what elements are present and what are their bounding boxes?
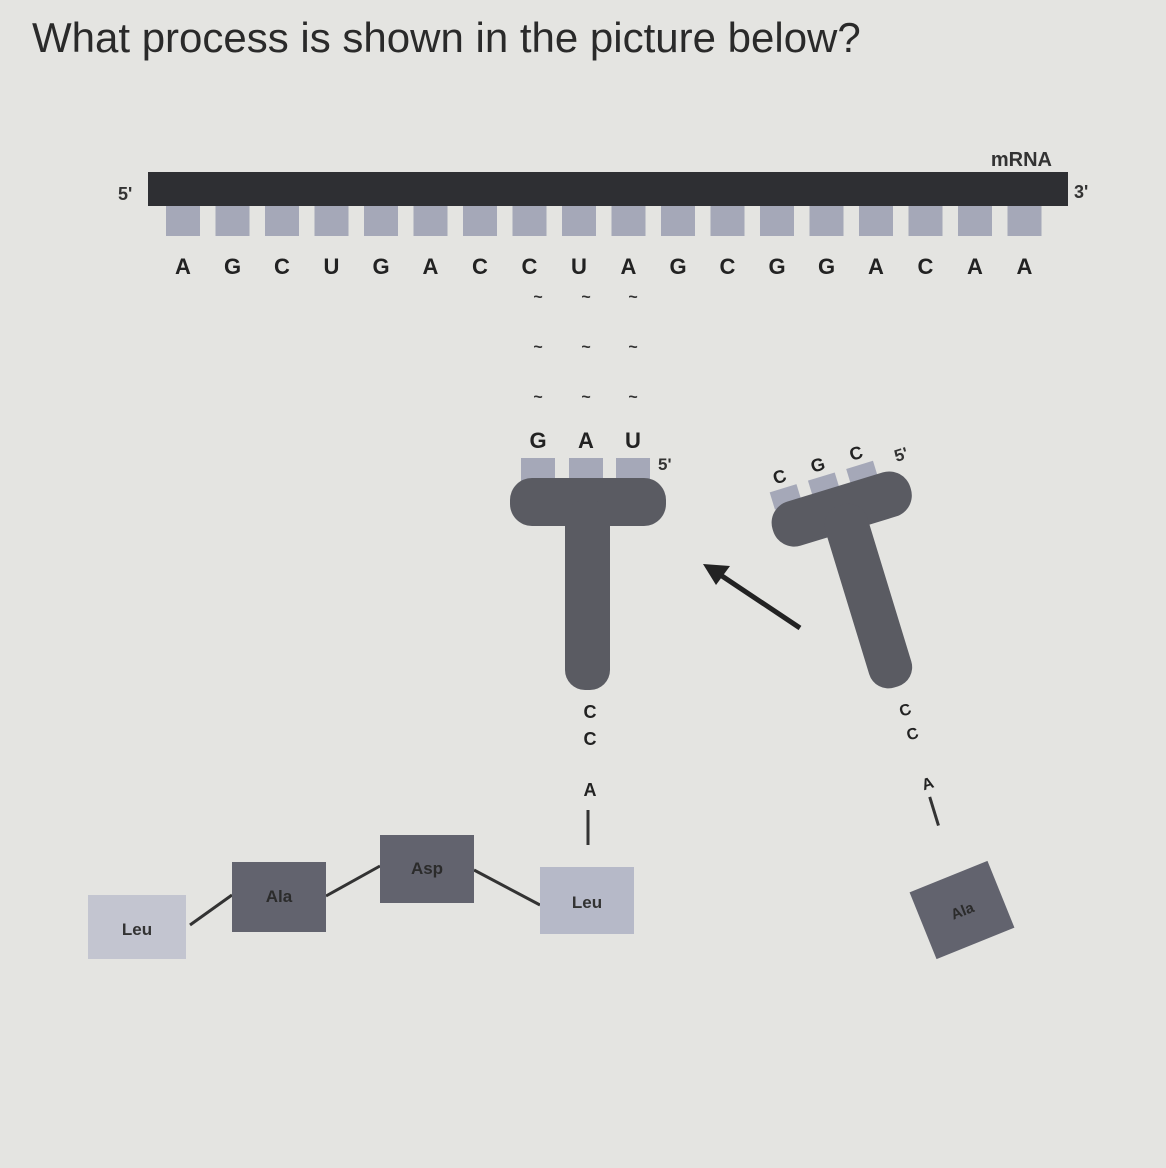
mrna-base: G <box>224 254 241 279</box>
tail-base: C <box>897 701 913 721</box>
tail-base: C <box>584 702 597 722</box>
hydrogen-bond-icon: ~ <box>628 389 637 406</box>
nucleotide-tooth <box>908 206 943 236</box>
peptide-chain: Leu Ala Asp Leu <box>88 835 634 959</box>
mrna-backbone <box>148 172 1068 206</box>
nucleotide-tooth <box>1007 206 1042 236</box>
amino-acid-box <box>232 862 326 932</box>
mrna-base: G <box>669 254 686 279</box>
mrna-base: C <box>472 254 488 279</box>
nucleotide-tooth <box>512 206 547 236</box>
tail-base: A <box>584 780 597 800</box>
nucleotide-tooth <box>562 206 596 236</box>
mrna-strand: A G C U G A C C U A G C G G A C A A mRNA 5' 3' <box>118 149 1088 279</box>
anticodon-base: G <box>529 428 546 453</box>
mrna-base: C <box>522 254 538 279</box>
nucleotide-tooth <box>215 206 250 236</box>
tail-base: A <box>920 774 936 794</box>
amino-acid-label: Leu <box>122 920 152 939</box>
nucleotide-tooth <box>710 206 745 236</box>
mrna-label: mRNA <box>991 149 1052 171</box>
incoming-amino-acid: Ala <box>909 860 1015 960</box>
hydrogen-bond-icon: ~ <box>533 339 542 356</box>
anticodon-base: C <box>847 442 865 465</box>
amino-acid-box <box>88 895 186 959</box>
nucleotide-tooth <box>314 206 349 236</box>
mrna-base: G <box>372 254 389 279</box>
hydrogen-bond-icon: ~ <box>581 289 590 306</box>
question-text: What process is shown in the picture bel… <box>32 14 861 61</box>
nucleotide-tooth <box>463 206 497 236</box>
three-prime-label: 3' <box>1074 182 1088 202</box>
mrna-base: U <box>324 254 340 279</box>
nucleotide-tooth <box>364 206 398 236</box>
mrna-base: A <box>423 254 439 279</box>
mrna-base: C <box>274 254 290 279</box>
mrna-base: A <box>1017 254 1033 279</box>
hydrogen-bond-icon: ~ <box>581 389 590 406</box>
amino-acid-box <box>380 835 474 903</box>
nucleotide-tooth <box>958 206 992 236</box>
amino-acid-label: Leu <box>572 893 602 912</box>
trna-five-prime: 5' <box>658 455 672 474</box>
tail-link <box>928 796 940 827</box>
trna-bound: G A U 5' CC A <box>510 428 672 845</box>
mrna-base: U <box>571 254 587 279</box>
nucleotide-tooth <box>760 206 794 236</box>
anticodon-base: U <box>625 428 641 453</box>
nucleotide-tooth <box>166 206 200 236</box>
mrna-base: G <box>818 254 835 279</box>
mrna-base: C <box>918 254 934 279</box>
hydrogen-bonds: ~ ~ ~ ~ ~ ~ ~ ~ ~ <box>533 289 637 406</box>
nucleotide-tooth <box>413 206 448 236</box>
amino-acid-box <box>540 867 634 934</box>
nucleotide-tooth <box>265 206 299 236</box>
nucleotide-tooth <box>809 206 844 236</box>
anticodon-base: G <box>808 453 827 476</box>
hydrogen-bond-icon: ~ <box>581 339 590 356</box>
mrna-base: A <box>621 254 637 279</box>
nucleotide-tooth <box>611 206 646 236</box>
arrow-icon <box>703 564 802 631</box>
trna-stem <box>824 503 913 689</box>
tail-base: C <box>584 729 597 749</box>
trna-five-prime: 5' <box>892 444 910 466</box>
tail-base: C <box>905 725 921 745</box>
hydrogen-bond-icon: ~ <box>628 339 637 356</box>
anticodon-base: C <box>770 465 788 488</box>
hydrogen-bond-icon: ~ <box>533 389 542 406</box>
five-prime-label: 5' <box>118 184 132 204</box>
amino-acid-label: Ala <box>266 887 293 906</box>
mrna-base: C <box>720 254 736 279</box>
mrna-base: A <box>175 254 191 279</box>
hydrogen-bond-icon: ~ <box>533 289 542 306</box>
mrna-base: A <box>967 254 983 279</box>
mrna-base: A <box>868 254 884 279</box>
amino-acid-label: Asp <box>411 859 443 878</box>
nucleotide-tooth <box>859 206 893 236</box>
hydrogen-bond-icon: ~ <box>628 289 637 306</box>
amino-acid-box <box>909 860 1015 960</box>
mrna-base: G <box>768 254 785 279</box>
trna-incoming: CGC 5' CCA <box>769 442 940 827</box>
anticodon-base: A <box>578 428 594 453</box>
trna-stem <box>565 500 610 690</box>
nucleotide-tooth <box>661 206 695 236</box>
